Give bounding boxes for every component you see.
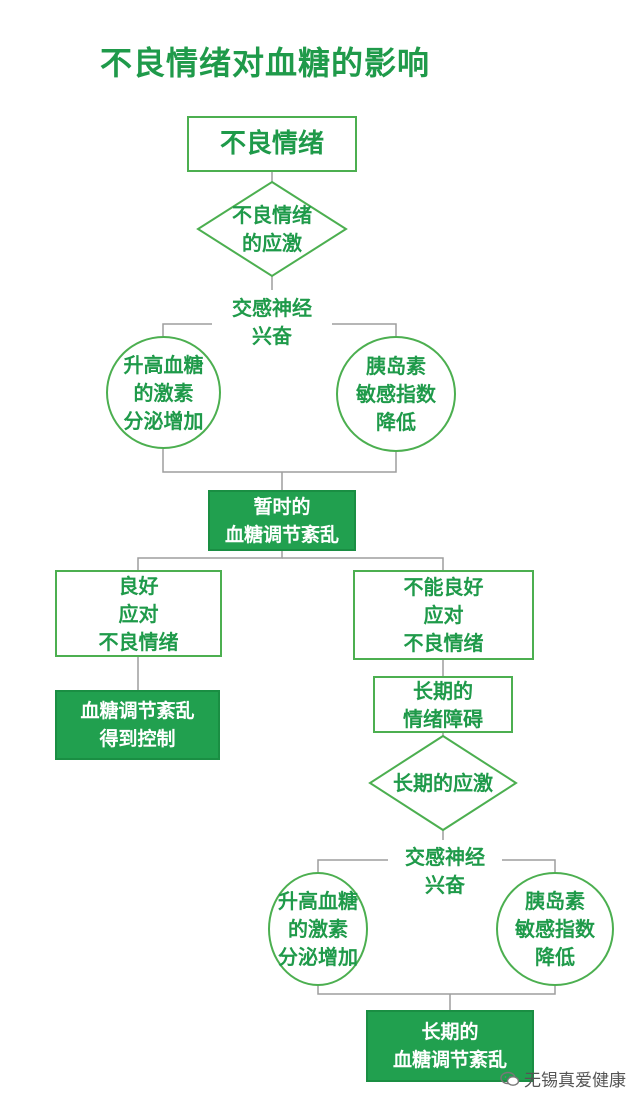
wechat-icon	[500, 1071, 520, 1086]
node-bad-emotion: 不良情绪	[187, 116, 357, 172]
node-emotion-stress: 不良情绪 的应激	[232, 203, 312, 255]
watermark-text: 无锡真爱健康	[524, 1071, 626, 1091]
node-temp-disorder: 暂时的 血糖调节紊乱	[208, 490, 356, 551]
diamond-emotion-stress	[196, 180, 348, 278]
node-long-glucose-disorder: 长期的 血糖调节紊乱	[366, 1010, 534, 1082]
node-hormones-1: 升高血糖 的激素 分泌增加	[106, 336, 221, 449]
node-sympathetic-2: 交感神经 兴奋	[388, 842, 502, 900]
node-long-stress: 长期的应激	[393, 771, 493, 795]
watermark: 无锡真爱健康	[500, 1066, 626, 1091]
node-insulin-2: 胰岛素 敏感指数 降低	[496, 872, 614, 986]
node-sympathetic-1: 交感神经 兴奋	[212, 292, 332, 352]
node-insulin-1: 胰岛素 敏感指数 降低	[336, 336, 456, 452]
node-cope-well: 良好 应对 不良情绪	[55, 570, 222, 657]
node-long-disorder: 长期的 情绪障碍	[373, 676, 513, 733]
page-title: 不良情绪对血糖的影响	[100, 44, 431, 82]
node-hormones-2: 升高血糖 的激素 分泌增加	[268, 872, 368, 986]
node-controlled: 血糖调节紊乱 得到控制	[55, 690, 220, 760]
node-cope-poorly: 不能良好 应对 不良情绪	[353, 570, 534, 660]
diamond-long-stress	[368, 734, 518, 832]
